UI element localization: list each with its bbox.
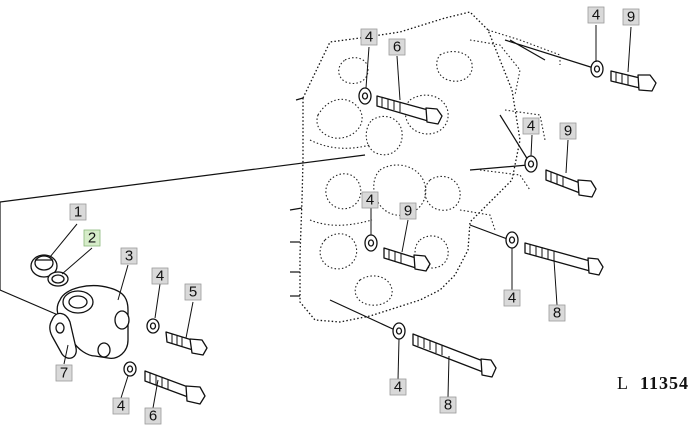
bolt-part <box>376 95 443 125</box>
callout-1: 1 <box>69 204 87 221</box>
bolt-part <box>383 247 431 272</box>
callout-6-a: 6 <box>388 39 406 56</box>
callout-label: 9 <box>564 123 572 140</box>
callout-label: 4 <box>366 192 374 209</box>
bolt-part <box>610 70 657 92</box>
callout-label: 3 <box>125 248 133 265</box>
washer-part <box>392 322 406 340</box>
bolt-part <box>165 331 208 356</box>
callout-4-a: 4 <box>151 268 169 285</box>
callout-4-d: 4 <box>587 7 605 24</box>
callout-label: 4 <box>508 290 516 307</box>
callout-4-h: 4 <box>389 379 407 396</box>
callout-label: 4 <box>156 268 164 285</box>
callout-8-b: 8 <box>439 397 457 414</box>
callout-4-c: 4 <box>360 29 378 46</box>
callout-label: 4 <box>365 29 373 46</box>
bolt-part <box>144 370 206 405</box>
washer-part <box>146 318 160 334</box>
callout-label: 1 <box>74 204 82 221</box>
callout-8-a: 8 <box>548 305 566 322</box>
callout-label: 4 <box>117 398 125 415</box>
callout-9-b: 9 <box>559 123 577 140</box>
callout-label: 8 <box>444 397 452 414</box>
callout-label: 4 <box>527 118 535 135</box>
callout-4-f: 4 <box>361 192 379 209</box>
callout-9-a: 9 <box>622 9 640 26</box>
callout-label: 4 <box>394 379 402 396</box>
bolt-part <box>545 169 597 198</box>
bolt-part <box>524 242 604 276</box>
washer-part <box>123 361 137 377</box>
reference-prefix: L <box>616 373 629 393</box>
assembly-leader-line <box>0 154 366 203</box>
o-ring-part <box>47 271 69 287</box>
assembly-leader-line <box>0 289 66 319</box>
callout-label: 9 <box>627 9 635 26</box>
washer-part <box>364 234 378 252</box>
washer-part <box>524 155 538 173</box>
callout-label: 4 <box>592 7 600 24</box>
washer-part <box>505 231 519 249</box>
callout-3: 3 <box>120 248 138 265</box>
callout-label: 8 <box>553 305 561 322</box>
reference-code: L 11354 <box>617 373 689 394</box>
gear-cover-plate <box>289 11 601 331</box>
bolt-part <box>412 333 497 378</box>
callout-2: 2 <box>83 230 101 247</box>
callout-label: 6 <box>393 39 401 56</box>
callout-7: 7 <box>55 365 73 382</box>
gasket-part <box>49 312 77 359</box>
callout-label: 5 <box>189 284 197 301</box>
callout-5: 5 <box>184 284 202 301</box>
washer-part <box>358 87 372 105</box>
callout-6-b: 6 <box>144 408 162 425</box>
cap-nut-part <box>30 254 58 278</box>
callout-4-b: 4 <box>112 398 130 415</box>
callout-label: 7 <box>60 365 68 382</box>
washer-part <box>590 60 604 78</box>
callout-9-c: 9 <box>399 203 417 220</box>
leader-lines <box>49 25 632 409</box>
callout-4-e: 4 <box>522 118 540 135</box>
callout-label: 6 <box>149 408 157 425</box>
reference-number: 11354 <box>639 373 689 393</box>
callout-4-g: 4 <box>503 290 521 307</box>
callout-label: 9 <box>404 203 412 220</box>
callout-label: 2 <box>88 230 96 247</box>
thermostat-housing-part <box>56 285 130 359</box>
